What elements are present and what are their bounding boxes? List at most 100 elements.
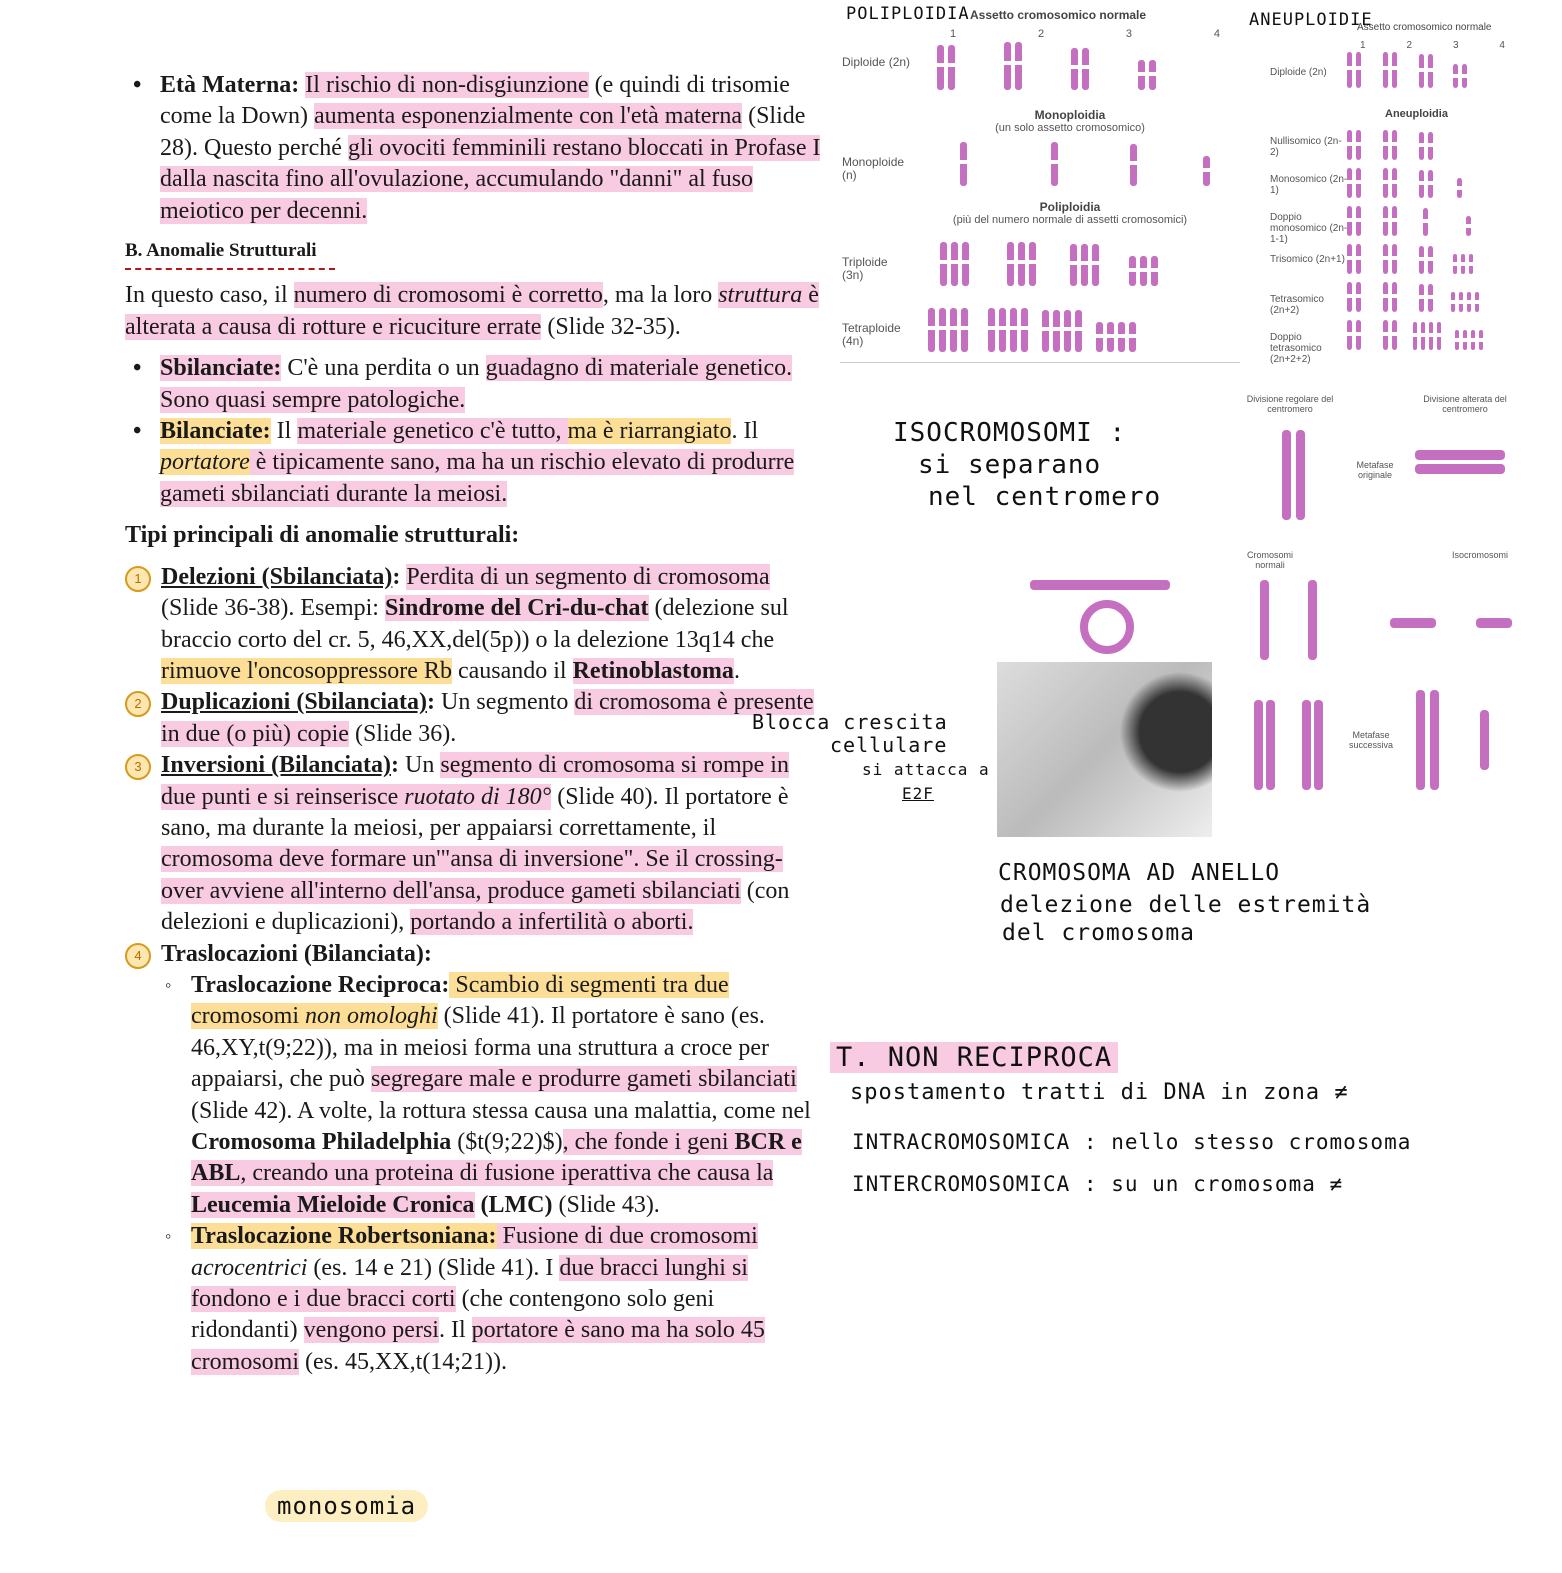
sbilanciate-paragraph: Sbilanciate: C'è una perdita o un guadag…	[125, 353, 825, 416]
rec-text-8: (LMC)	[474, 1191, 553, 1218]
bil-text-6: è tipicamente sano, ma ha un rischio ele…	[160, 449, 795, 507]
fig3-label-altered: Divisione alterata del centromero	[1423, 394, 1507, 414]
fig2-row-trisomic: Trisomico (2n+1)	[1270, 254, 1345, 265]
fig3-label-next-metaphase: Metafase successiva	[1348, 730, 1393, 750]
rob-text-4: (che contengono solo geni ridondanti)	[191, 1286, 715, 1344]
document-text: Età Materna: Il rischio di non-disgiunzi…	[125, 70, 825, 1378]
bil-text-4: . Il	[731, 418, 759, 445]
del-label: Delezioni (Sbilanciata)	[161, 563, 393, 590]
rec-text-5: ($t(9;22)$)	[451, 1129, 563, 1155]
fig2-title: Assetto cromosomico normale	[1357, 22, 1492, 33]
section-b-heading: B. Anomalie Strutturali	[125, 240, 317, 262]
fig3-chrom-13	[1416, 690, 1425, 790]
rob-text-8: (es. 45,XX,t(14;21)).	[299, 1348, 507, 1375]
intro-paragraph: In questo caso, il numero di cromosomi è…	[125, 280, 825, 343]
intro-text-3: , ma la loro	[602, 282, 719, 309]
rec-text-6: , che fonde i geni	[562, 1129, 735, 1155]
retinoblastoma: Retinoblastoma	[572, 657, 734, 684]
note-monosomia: monosomia	[265, 1490, 429, 1522]
note-iso-1: ISOCROMOSOMI :	[893, 418, 1127, 448]
fig3-label-iso: Isocromosomi	[1451, 550, 1508, 560]
rec-text-9: (Slide 43).	[552, 1191, 660, 1218]
fig2-row-double-tetrasomic: Doppio tetrasomico (2n+2+2)	[1270, 332, 1322, 365]
eta-text-3: aumenta esponenzialmente con l'età mater…	[313, 103, 743, 130]
rec-text-7: , creando una proteina di fusione iperat…	[240, 1160, 774, 1187]
fig1-divider	[840, 362, 1240, 363]
note-blocca-1: Blocca crescita	[752, 710, 948, 734]
del-text-3: (delezione sul braccio corto del cr. 5, …	[161, 595, 789, 653]
fig1-row-triploid: Triploide (3n)	[842, 255, 888, 282]
note-blocca-2: cellulare	[830, 733, 948, 757]
dup-text-3: (Slide 36).	[348, 720, 457, 747]
del-text-1: Perdita di un segmento di cromosoma	[406, 563, 770, 590]
inv-label: Inversioni (Bilanciata)	[161, 752, 392, 779]
fig2-row-monosomic: Monosomico (2n-1)	[1270, 174, 1348, 196]
ring-micrograph	[997, 662, 1212, 837]
delezioni-item: 1 Delezioni (Sbilanciata): Perdita di un…	[125, 562, 825, 688]
fig2-diploid-chromosomes	[1345, 52, 1469, 93]
fig3-chrom-14	[1430, 690, 1439, 790]
eta-text-2: (e quindi di trisomie come la Down)	[160, 72, 790, 130]
fig3-chrom-6	[1308, 580, 1317, 660]
fig1-title: Assetto cromosomico normale	[970, 8, 1147, 22]
note-tnr-title: T. NON RECIPROCA	[830, 1042, 1119, 1073]
rec-italic: non omologhi	[305, 1003, 438, 1030]
fig3-chrom-3	[1415, 450, 1505, 460]
inversioni-item: 3 Inversioni (Bilanciata): Un segmento d…	[125, 750, 825, 938]
note-anello-1: CROMOSOMA AD ANELLO	[998, 860, 1281, 886]
fig1-row-diploid: Diploide (2n)	[842, 55, 911, 69]
rob-text-1: Fusione di due cromosomi	[496, 1223, 758, 1250]
note-anello-3: del cromosoma	[1002, 920, 1196, 946]
fig2-row-diploid: Diploide (2n)	[1270, 67, 1327, 78]
note-tnr-3: INTRACROMOSOMICA : nello stesso cromosom…	[852, 1130, 1412, 1154]
fig1-mono-title: Monoploidia	[1034, 108, 1106, 122]
fig1-tetraploid-chromosomes	[926, 308, 1138, 357]
del-text-2: (Slide 36-38). Esempi:	[161, 595, 385, 622]
fig2-row-double-monosomic: Doppio monosomico (2n-1-1)	[1270, 212, 1348, 245]
fig3-chrom-4	[1415, 464, 1505, 474]
rob-text-5: vengono persi	[303, 1317, 439, 1344]
rec-text-3: segregare male e produrre gameti sbilanc…	[370, 1066, 797, 1093]
inv-text-4: cromosoma deve formare un'"ansa di inver…	[161, 846, 783, 904]
eta-label: Età Materna:	[160, 72, 300, 98]
bilanciate-paragraph: Bilanciate: Il materiale genetico c'è tu…	[125, 416, 825, 510]
bil-text-5: portatore	[160, 449, 250, 476]
rob-text-2: (es. 14 e 21) (Slide 41). I	[307, 1254, 560, 1281]
figure-aneuploidy: ANEUPLOIDIE Assetto cromosomico normale …	[1245, 0, 1535, 370]
note-anello-2: delezione delle estremità	[1000, 892, 1372, 918]
eta-materna-paragraph: Età Materna: Il rischio di non-disgiunzi…	[125, 70, 825, 227]
intro-text-6: (Slide 32-35).	[541, 313, 681, 340]
dup-label: Duplicazioni (Sbilanciata)	[161, 689, 428, 716]
dup-text-1: Un segmento	[441, 689, 575, 716]
figure-isochromosome: Divisione regolare del centromero Divisi…	[1240, 390, 1530, 820]
fig3-chrom-10	[1266, 700, 1275, 790]
robert-label: Traslocazione Robertsoniana:	[191, 1223, 497, 1250]
fig1-mono-sub: (un solo assetto cromosomico)	[995, 122, 1145, 134]
fig3-chrom-2	[1296, 430, 1305, 520]
inv-text-6: portando a infertilità o aborti.	[410, 909, 694, 936]
fig3-chrom-7	[1390, 618, 1436, 628]
fig3-label-regular: Divisione regolare del centromero	[1246, 394, 1334, 414]
tipi-heading: Tipi principali di anomalie strutturali:	[125, 522, 520, 549]
sbil-label: Sbilanciate:	[160, 355, 282, 382]
reciproca-label: Traslocazione Reciproca:	[191, 971, 450, 998]
traslocazioni-item: 4 Traslocazioni (Bilanciata):	[125, 939, 825, 970]
rob-text-6: . Il	[438, 1317, 472, 1344]
fig1-triploid-chromosomes	[938, 242, 1160, 291]
eta-text-4: (Slide 28). Questo perché	[160, 103, 806, 161]
fig1-poli-title: Poliploidia	[1039, 200, 1101, 214]
note-tnr-4: INTERCROMOSOMICA : su un cromosoma ≠	[852, 1172, 1344, 1196]
fig1-monoploid-chromosomes	[958, 142, 1212, 191]
fig3-chrom-12	[1314, 700, 1323, 790]
item-number-badge: 1	[125, 565, 151, 592]
fig3-label-metaphase: Metafase originale	[1356, 460, 1394, 480]
del-text-4: rimuove l'oncosoppressore Rb	[161, 657, 452, 684]
lmc: Leucemia Mieloide Cronica	[191, 1191, 475, 1218]
fig2-row-tetrasomic: Tetrasomico (2n+2)	[1270, 294, 1324, 316]
note-iso-2: si separano	[918, 450, 1102, 480]
note-e2f: E2F	[902, 784, 934, 803]
item-number-badge: 2	[125, 691, 151, 718]
item-number-badge: 3	[125, 754, 151, 781]
